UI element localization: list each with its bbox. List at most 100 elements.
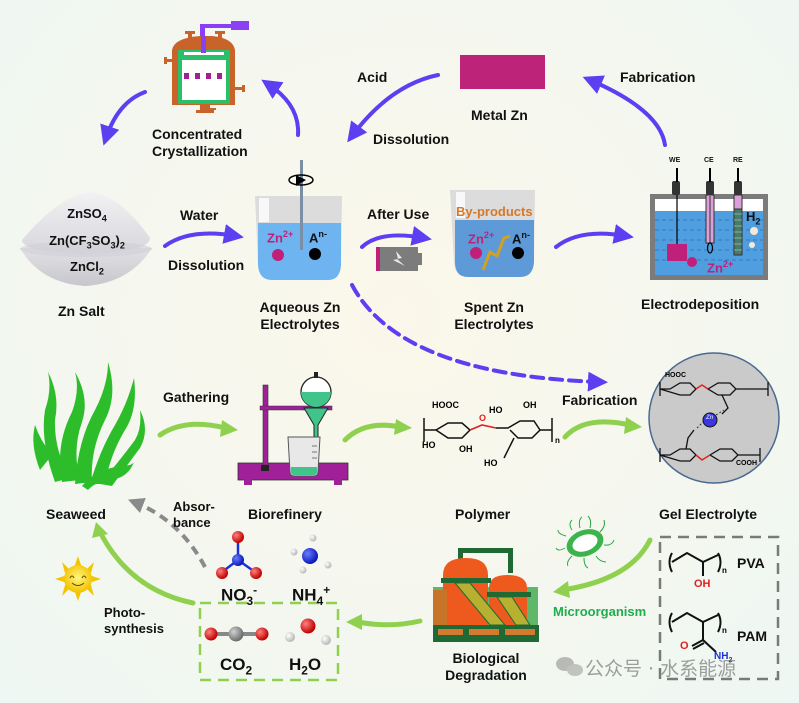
battery-icon bbox=[376, 247, 422, 271]
formula-zncl2: ZnCl2 bbox=[70, 259, 104, 277]
pam-label: PAM bbox=[737, 628, 768, 644]
aqueous-beaker-icon bbox=[255, 160, 342, 280]
alginate-polymer-structure bbox=[423, 418, 553, 459]
ce-label: CE bbox=[704, 157, 714, 164]
arrow-degradation-to-molecules bbox=[355, 618, 423, 628]
purple-arrows bbox=[100, 73, 667, 392]
dissolution-label-top: Dissolution bbox=[373, 131, 450, 147]
arrow-electrolyte-to-crystal bbox=[261, 79, 301, 137]
arrow-salt-to-electrolyte bbox=[163, 224, 244, 248]
sun-icon bbox=[55, 556, 101, 601]
we-label: WE bbox=[669, 157, 681, 164]
pva-label: PVA bbox=[737, 555, 765, 571]
pam-nh2: NH2 bbox=[714, 651, 733, 664]
gel-hooc: HOOC bbox=[665, 372, 686, 379]
wechat-icon bbox=[556, 657, 583, 676]
no3-label: NO3- bbox=[221, 583, 258, 609]
pam-structure bbox=[668, 611, 722, 653]
co2-molecule-icon bbox=[204, 626, 269, 642]
arrow-metal-to-electrolyte bbox=[347, 73, 440, 143]
polymer-ho-1: HO bbox=[422, 440, 436, 450]
green-arrows bbox=[97, 419, 653, 628]
zn-salt-label: Zn Salt bbox=[58, 303, 105, 319]
pva-oh: OH bbox=[694, 578, 711, 590]
h2o-label: H2O bbox=[289, 655, 322, 678]
arrow-afteruse bbox=[360, 226, 432, 249]
polymer-bridge-o: O bbox=[479, 413, 487, 423]
seaweed-label: Seaweed bbox=[46, 506, 106, 522]
polymer-hooc: HOOC bbox=[432, 400, 459, 410]
watermark-text: 公众号 · 水系能源 bbox=[585, 658, 737, 680]
pva-n: n bbox=[722, 566, 727, 575]
photosynthesis-label: Photo-synthesis bbox=[104, 605, 164, 636]
microorganism-label: Microorganism bbox=[553, 604, 647, 619]
h2o-molecule-icon bbox=[285, 618, 331, 645]
polymer-oh-1: OH bbox=[459, 444, 473, 454]
after-use-label: After Use bbox=[367, 206, 430, 222]
pam-n: n bbox=[722, 626, 727, 635]
arrow-spent-to-electrodeposition bbox=[554, 224, 634, 249]
bioreactor-plant-icon bbox=[433, 548, 539, 642]
byproducts-label: By-products bbox=[456, 204, 533, 219]
arrow-photosynthesis bbox=[97, 529, 196, 606]
arrow-polymer-to-gel bbox=[562, 419, 633, 440]
spent-anion-label: An- bbox=[512, 230, 530, 247]
polymer-n: n bbox=[555, 436, 560, 445]
crystallizer-reactor-icon bbox=[164, 21, 249, 113]
pam-o: O bbox=[680, 640, 689, 652]
co2-label: CO2 bbox=[220, 655, 253, 678]
dissolution-label-bottom: Dissolution bbox=[168, 257, 245, 273]
polymer-ho-2: HO bbox=[489, 405, 503, 415]
gel-electrolyte-circle bbox=[648, 352, 780, 484]
bacterium-icon bbox=[555, 515, 615, 569]
green-arrowheads bbox=[92, 417, 642, 630]
fabrication-top-label: Fabrication bbox=[620, 69, 696, 85]
arrow-gel-to-degradation bbox=[559, 537, 653, 593]
spent-beaker-icon bbox=[450, 190, 535, 277]
arrow-electrodeposition-to-metal bbox=[582, 75, 667, 147]
aqueous-zn-ion-label: Zn2+ bbox=[267, 229, 294, 246]
arrow-gathering bbox=[157, 421, 228, 438]
electrodeposition-label: Electrodeposition bbox=[641, 296, 760, 312]
absorbance-label: Absor-bance bbox=[173, 499, 215, 530]
gel-cooh: COOH bbox=[736, 460, 757, 467]
polymer-label: Polymer bbox=[455, 506, 511, 522]
spent-zn-ion-label: Zn2+ bbox=[468, 230, 495, 247]
pva-structure bbox=[668, 551, 722, 576]
aqueous-anion-label: An- bbox=[309, 229, 327, 246]
fabrication-bottom-label: Fabrication bbox=[562, 392, 638, 408]
electrodeposition-cell-icon bbox=[650, 168, 768, 280]
gathering-label: Gathering bbox=[163, 389, 230, 405]
metal-zn-label: Metal Zn bbox=[471, 107, 528, 123]
arrow-crystal-to-salt bbox=[100, 90, 147, 146]
separatory-funnel-icon bbox=[237, 372, 349, 485]
zn-salt-formulas: ZnSO4 Zn(CF3SO3)2 ZnCl2 bbox=[37, 203, 137, 283]
nh4-label: NH4+ bbox=[292, 583, 331, 609]
re-label: RE bbox=[733, 157, 743, 164]
acid-label: Acid bbox=[357, 69, 388, 85]
gel-electrolyte-label: Gel Electrolyte bbox=[659, 506, 758, 522]
formula-zn-triflate: Zn(CF3SO3)2 bbox=[49, 232, 125, 251]
seaweed-icon bbox=[33, 362, 145, 490]
metal-zn-block-icon bbox=[460, 55, 545, 89]
water-label: Water bbox=[180, 207, 219, 223]
glycosidic-bond bbox=[469, 424, 497, 431]
h2-label: H2 bbox=[746, 209, 761, 227]
electrodeposition-zn-label: Zn2+ bbox=[707, 259, 734, 276]
arrow-biorefinery-to-polymer bbox=[342, 422, 403, 443]
biorefinery-label: Biorefinery bbox=[248, 506, 322, 522]
polymer-ho-3: HO bbox=[484, 458, 498, 468]
absorbance-dashed-arrow bbox=[128, 498, 207, 568]
no3-molecule-icon bbox=[216, 531, 262, 579]
nh4-molecule-icon bbox=[290, 534, 332, 574]
synthetic-polymers-box bbox=[658, 535, 780, 681]
dashed-arrow-electrolyte-to-gel bbox=[350, 283, 608, 392]
polymer-oh-2: OH bbox=[523, 400, 537, 410]
formula-znso4: ZnSO4 bbox=[67, 206, 107, 224]
